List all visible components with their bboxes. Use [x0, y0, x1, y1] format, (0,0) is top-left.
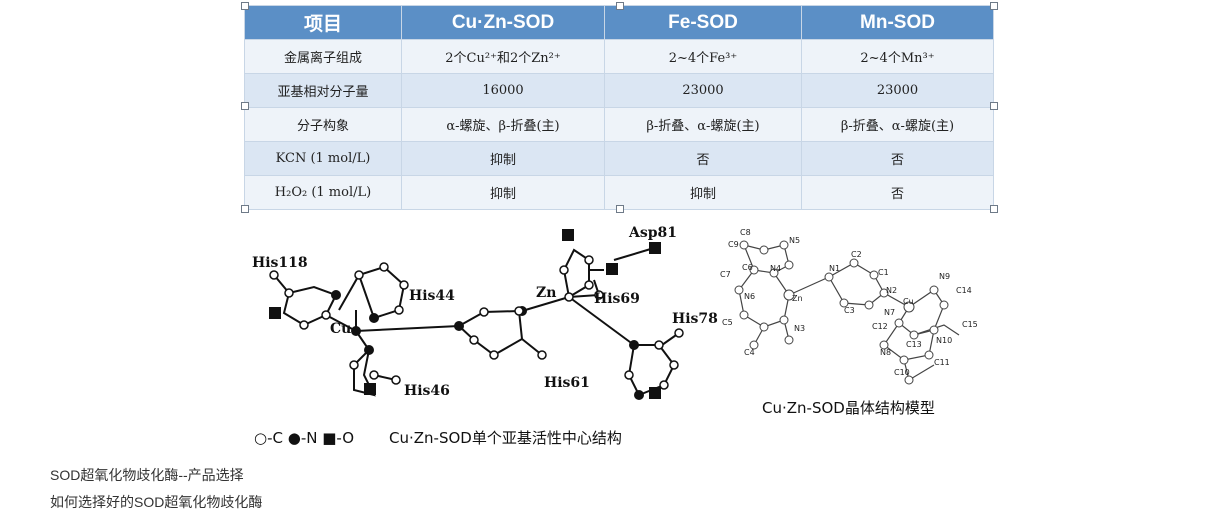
crystal-label: C11: [934, 358, 950, 367]
cell: 否: [801, 175, 994, 210]
cell: 2个Cu²⁺和2个Zn²⁺: [401, 39, 605, 74]
table-row: 金属离子组成 2个Cu²⁺和2个Zn²⁺ 2~4个Fe³⁺ 2~4个Mn³⁺: [244, 39, 994, 74]
cell: 23000: [604, 73, 802, 108]
resize-handle[interactable]: [990, 205, 998, 213]
crystal-label: Cu: [903, 297, 914, 306]
sod-comparison-table: 项目 Cu·Zn-SOD Fe-SOD Mn-SOD 金属离子组成 2个Cu²⁺…: [244, 5, 994, 210]
crystal-label: N5: [789, 236, 800, 245]
label-zn: Zn: [536, 285, 556, 301]
crystal-label: N7: [884, 308, 895, 317]
cell: 否: [801, 141, 994, 176]
label-cu: Cu: [330, 321, 351, 337]
cell: α-螺旋、β-折叠(主): [401, 107, 605, 142]
cell: 抑制: [604, 175, 802, 210]
cell: 2~4个Fe³⁺: [604, 39, 802, 74]
table-row: H₂O₂ (1 mol/L) 抑制 抑制 否: [244, 175, 994, 210]
crystal-label: N9: [939, 272, 950, 281]
resize-handle[interactable]: [241, 205, 249, 213]
crystal-label: C7: [720, 270, 731, 279]
crystal-label: C2: [851, 250, 862, 259]
sod-figure: 项目 Cu·Zn-SOD Fe-SOD Mn-SOD 金属离子组成 2个Cu²⁺…: [241, 0, 998, 456]
crystal-label: C4: [744, 348, 755, 357]
row-label: 分子构象: [244, 107, 402, 142]
resize-handle[interactable]: [616, 205, 624, 213]
cell: β-折叠、α-螺旋(主): [604, 107, 802, 142]
label-asp81: Asp81: [628, 225, 677, 241]
row-label: H₂O₂ (1 mol/L): [244, 175, 402, 210]
cell: β-折叠、α-螺旋(主): [801, 107, 994, 142]
cell: 2~4个Mn³⁺: [801, 39, 994, 74]
caption-active-site: Cu·Zn-SOD单个亚基活性中心结构: [389, 429, 622, 447]
row-label: 亚基相对分子量: [244, 73, 402, 108]
cell: 23000: [801, 73, 994, 108]
related-links: SOD超氧化物歧化酶--产品选择 如何选择好的SOD超氧化物歧化酶: [50, 462, 262, 516]
crystal-label: C1: [878, 268, 889, 277]
label-his46: His46: [404, 383, 450, 399]
crystal-label: C9: [728, 240, 739, 249]
label-his118: His118: [252, 255, 308, 271]
link-product-selection[interactable]: SOD超氧化物歧化酶--产品选择: [50, 467, 244, 483]
table-row: 亚基相对分子量 16000 23000 23000: [244, 73, 994, 108]
crystal-label: N2: [886, 286, 897, 295]
table-header-row: 项目 Cu·Zn-SOD Fe-SOD Mn-SOD: [244, 5, 994, 40]
crystal-label: Zn: [792, 294, 803, 303]
header-item: 项目: [244, 5, 402, 40]
crystal-label: N4: [770, 264, 781, 273]
crystal-label: C12: [872, 322, 888, 331]
crystal-label: C5: [722, 318, 733, 327]
label-his61: His61: [544, 375, 590, 391]
crystal-label: N3: [794, 324, 805, 333]
header-cuzn: Cu·Zn-SOD: [401, 5, 605, 40]
cell: 抑制: [401, 175, 605, 210]
link-how-to-choose[interactable]: 如何选择好的SOD超氧化物歧化酶: [50, 494, 263, 510]
label-his69: His69: [594, 291, 640, 307]
resize-handle[interactable]: [241, 102, 249, 110]
crystal-label: N1: [829, 264, 840, 273]
label-his78: His78: [672, 311, 718, 327]
label-his44: His44: [409, 288, 455, 304]
header-fe: Fe-SOD: [604, 5, 802, 40]
row-label: 金属离子组成: [244, 39, 402, 74]
legend: ○-C ●-N ■-O: [254, 429, 354, 447]
resize-handle[interactable]: [616, 2, 624, 10]
crystal-label: N8: [880, 348, 891, 357]
table-row: 分子构象 α-螺旋、β-折叠(主) β-折叠、α-螺旋(主) β-折叠、α-螺旋…: [244, 107, 994, 142]
crystal-label: C3: [844, 306, 855, 315]
crystal-label: N10: [936, 336, 952, 345]
crystal-label: C8: [740, 228, 751, 237]
active-site-diagram: His118 His44 His46 His61 His69 His78 Asp…: [252, 225, 978, 447]
crystal-label: C13: [906, 340, 922, 349]
crystal-label: C6: [742, 263, 753, 272]
crystal-label: C10: [894, 368, 910, 377]
header-mn: Mn-SOD: [801, 5, 994, 40]
row-label: KCN (1 mol/L): [244, 141, 402, 176]
cell: 16000: [401, 73, 605, 108]
crystal-label: N6: [744, 292, 755, 301]
crystal-label: C14: [956, 286, 972, 295]
table-row: KCN (1 mol/L) 抑制 否 否: [244, 141, 994, 176]
cell: 抑制: [401, 141, 605, 176]
cell: 否: [604, 141, 802, 176]
crystal-label: C15: [962, 320, 978, 329]
resize-handle[interactable]: [990, 2, 998, 10]
resize-handle[interactable]: [990, 102, 998, 110]
resize-handle[interactable]: [241, 2, 249, 10]
caption-crystal: Cu·Zn-SOD晶体结构模型: [762, 399, 935, 417]
